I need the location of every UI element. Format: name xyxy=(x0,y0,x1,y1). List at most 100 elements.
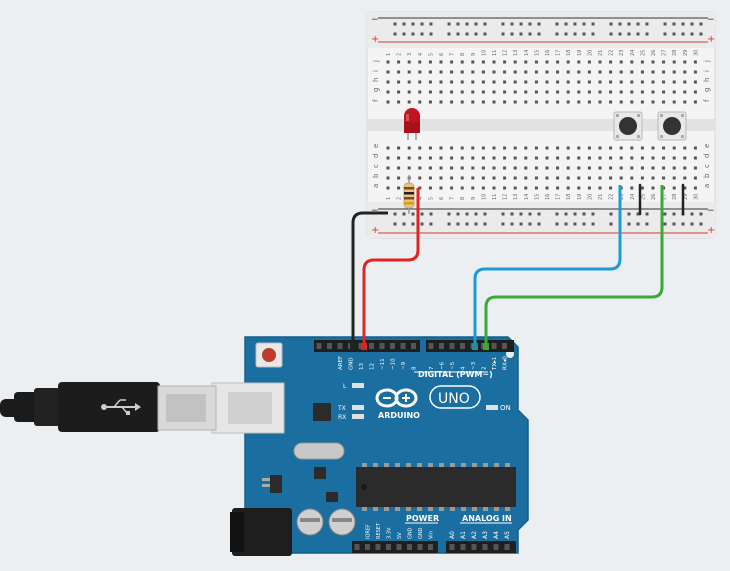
breadboard-hole[interactable] xyxy=(663,212,667,216)
breadboard-hole[interactable] xyxy=(460,146,464,150)
breadboard-hole[interactable] xyxy=(587,80,591,84)
breadboard-hole[interactable] xyxy=(587,166,591,170)
breadboard-hole[interactable] xyxy=(582,22,586,26)
breadboard-hole[interactable] xyxy=(555,32,559,36)
breadboard-hole[interactable] xyxy=(524,100,528,104)
breadboard-hole[interactable] xyxy=(545,156,549,160)
breadboard-hole[interactable] xyxy=(537,212,541,216)
breadboard-hole[interactable] xyxy=(428,90,432,94)
breadboard-hole[interactable] xyxy=(699,222,703,226)
breadboard-hole[interactable] xyxy=(503,176,507,180)
breadboard-hole[interactable] xyxy=(402,222,406,226)
breadboard-hole[interactable] xyxy=(465,222,469,226)
breadboard-hole[interactable] xyxy=(556,100,560,104)
breadboard-hole[interactable] xyxy=(690,22,694,26)
breadboard-hole[interactable] xyxy=(681,32,685,36)
breadboard-hole[interactable] xyxy=(577,166,581,170)
breadboard-hole[interactable] xyxy=(537,32,541,36)
breadboard-hole[interactable] xyxy=(651,146,655,150)
breadboard-hole[interactable] xyxy=(598,100,602,104)
breadboard-hole[interactable] xyxy=(528,222,532,226)
breadboard-hole[interactable] xyxy=(609,186,613,190)
breadboard-hole[interactable] xyxy=(651,60,655,64)
breadboard-hole[interactable] xyxy=(471,60,475,64)
breadboard-hole[interactable] xyxy=(407,90,411,94)
breadboard-hole[interactable] xyxy=(450,70,454,74)
breadboard-hole[interactable] xyxy=(420,32,424,36)
breadboard-hole[interactable] xyxy=(619,146,623,150)
breadboard-hole[interactable] xyxy=(573,22,577,26)
breadboard-hole[interactable] xyxy=(465,22,469,26)
breadboard-hole[interactable] xyxy=(619,70,623,74)
breadboard-hole[interactable] xyxy=(418,146,422,150)
breadboard-hole[interactable] xyxy=(556,90,560,94)
usb-cable[interactable] xyxy=(0,382,217,432)
breadboard-hole[interactable] xyxy=(566,186,570,190)
header-pin[interactable] xyxy=(379,343,385,349)
header-pin[interactable] xyxy=(460,343,465,349)
breadboard-hole[interactable] xyxy=(386,156,390,160)
breadboard-hole[interactable] xyxy=(640,146,644,150)
breadboard-hole[interactable] xyxy=(545,176,549,180)
breadboard-hole[interactable] xyxy=(471,166,475,170)
breadboard-hole[interactable] xyxy=(513,70,517,74)
breadboard-hole[interactable] xyxy=(609,166,613,170)
breadboard-hole[interactable] xyxy=(447,212,451,216)
breadboard-hole[interactable] xyxy=(545,100,549,104)
breadboard-hole[interactable] xyxy=(471,176,475,180)
breadboard-hole[interactable] xyxy=(672,90,676,94)
breadboard-hole[interactable] xyxy=(640,186,644,190)
breadboard-hole[interactable] xyxy=(524,156,528,160)
breadboard-hole[interactable] xyxy=(693,186,697,190)
breadboard-hole[interactable] xyxy=(450,60,454,64)
breadboard-hole[interactable] xyxy=(577,146,581,150)
header-pin[interactable] xyxy=(460,544,466,550)
header-pin[interactable] xyxy=(375,544,381,550)
breadboard-hole[interactable] xyxy=(439,80,443,84)
breadboard-hole[interactable] xyxy=(503,90,507,94)
breadboard-hole[interactable] xyxy=(492,70,496,74)
breadboard-hole[interactable] xyxy=(474,32,478,36)
wire-blue-pin3[interactable] xyxy=(473,185,622,347)
breadboard-hole[interactable] xyxy=(672,70,676,74)
breadboard-hole[interactable] xyxy=(534,176,538,180)
breadboard-hole[interactable] xyxy=(465,212,469,216)
breadboard-hole[interactable] xyxy=(460,100,464,104)
breadboard-hole[interactable] xyxy=(683,166,687,170)
breadboard-hole[interactable] xyxy=(428,60,432,64)
breadboard-hole[interactable] xyxy=(501,32,505,36)
breadboard-hole[interactable] xyxy=(471,156,475,160)
breadboard-hole[interactable] xyxy=(492,186,496,190)
header-pin[interactable] xyxy=(369,343,374,349)
breadboard-hole[interactable] xyxy=(429,212,433,216)
breadboard-hole[interactable] xyxy=(471,146,475,150)
breadboard-hole[interactable] xyxy=(566,60,570,64)
breadboard-hole[interactable] xyxy=(513,100,517,104)
breadboard-hole[interactable] xyxy=(640,90,644,94)
breadboard-hole[interactable] xyxy=(402,22,406,26)
breadboard-hole[interactable] xyxy=(591,22,595,26)
breadboard-hole[interactable] xyxy=(630,80,634,84)
breadboard-hole[interactable] xyxy=(683,156,687,160)
breadboard-hole[interactable] xyxy=(577,60,581,64)
breadboard-hole[interactable] xyxy=(513,90,517,94)
breadboard-hole[interactable] xyxy=(450,186,454,190)
breadboard-hole[interactable] xyxy=(428,176,432,180)
breadboard-hole[interactable] xyxy=(503,166,507,170)
breadboard-hole[interactable] xyxy=(492,100,496,104)
breadboard-hole[interactable] xyxy=(619,176,623,180)
breadboard-hole[interactable] xyxy=(598,70,602,74)
breadboard-hole[interactable] xyxy=(420,22,424,26)
breadboard-hole[interactable] xyxy=(566,70,570,74)
breadboard-hole[interactable] xyxy=(566,176,570,180)
breadboard-hole[interactable] xyxy=(429,32,433,36)
breadboard-hole[interactable] xyxy=(672,60,676,64)
breadboard-hole[interactable] xyxy=(397,176,401,180)
breadboard-hole[interactable] xyxy=(582,32,586,36)
breadboard-hole[interactable] xyxy=(528,212,532,216)
breadboard-hole[interactable] xyxy=(456,32,460,36)
breadboard-hole[interactable] xyxy=(439,186,443,190)
breadboard-hole[interactable] xyxy=(627,22,631,26)
breadboard-hole[interactable] xyxy=(386,166,390,170)
